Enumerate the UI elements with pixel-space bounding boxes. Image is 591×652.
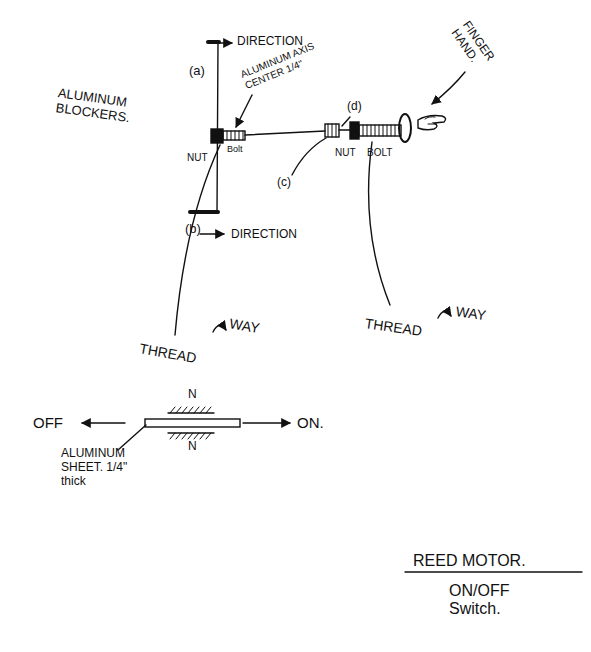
coupling	[325, 124, 339, 137]
title-underline	[405, 571, 582, 572]
aluminum-sheet	[145, 419, 240, 427]
magnet-top	[168, 412, 214, 413]
caption: ON/OFF Switch.	[448, 582, 530, 619]
pole-label: N	[187, 440, 198, 454]
direction-arrow	[213, 42, 232, 43]
thread-note: WAY	[227, 315, 262, 336]
hub-nut	[211, 129, 223, 143]
rotation-arrow	[438, 311, 451, 318]
thread-note: THREAD	[137, 340, 198, 366]
callout-letter: (d)	[346, 100, 363, 114]
axis-shaft	[339, 129, 350, 130]
blocker-arm	[217, 42, 218, 212]
callout-letter: (c)	[276, 176, 292, 190]
on-arrow	[243, 422, 290, 423]
direction-arrow	[200, 233, 224, 234]
leader-line	[175, 145, 220, 335]
thread-note: WAY	[454, 303, 488, 323]
finger-hand	[425, 117, 436, 124]
part-name: BOLT	[366, 147, 393, 159]
title: REED MOTOR.	[412, 552, 527, 570]
bolt-thread	[227, 131, 243, 140]
leader-line	[369, 142, 390, 305]
nut	[350, 122, 359, 139]
off-arrow	[82, 422, 125, 423]
direction-label: DIRECTION	[230, 228, 298, 242]
magnet-hatch	[170, 433, 211, 439]
callout-letter: (b)	[184, 222, 202, 237]
pole-label: N	[187, 388, 198, 402]
bottom-blocker	[190, 210, 218, 214]
coupling-thread	[328, 124, 336, 137]
callout-letter: (a)	[188, 64, 206, 79]
part-name: ALUMINUM SHEET. 1/4" thick	[60, 447, 142, 488]
thread-note: THREAD	[363, 315, 424, 339]
state-label: ON.	[296, 414, 325, 431]
finger-hand	[418, 116, 446, 130]
part-name: NUT	[186, 152, 209, 164]
leader-line	[292, 138, 326, 175]
pointer-arrow	[432, 72, 465, 104]
part-name: Bolt	[226, 144, 244, 154]
part-name: FINGER HAND.	[447, 18, 505, 85]
part-name: NUT	[334, 147, 357, 159]
hub-bolt	[223, 131, 245, 140]
part-name: ALUMINUM BLOCKERS.	[54, 86, 141, 127]
leader-line	[236, 95, 252, 127]
axis-shaft	[245, 131, 325, 135]
bolt	[359, 125, 401, 136]
bolt-thread	[363, 125, 395, 136]
knob	[399, 114, 411, 142]
rotation-arrow	[213, 325, 226, 332]
leader-line	[342, 117, 350, 126]
magnet-hatch	[170, 407, 211, 413]
state-label: OFF	[32, 414, 64, 431]
